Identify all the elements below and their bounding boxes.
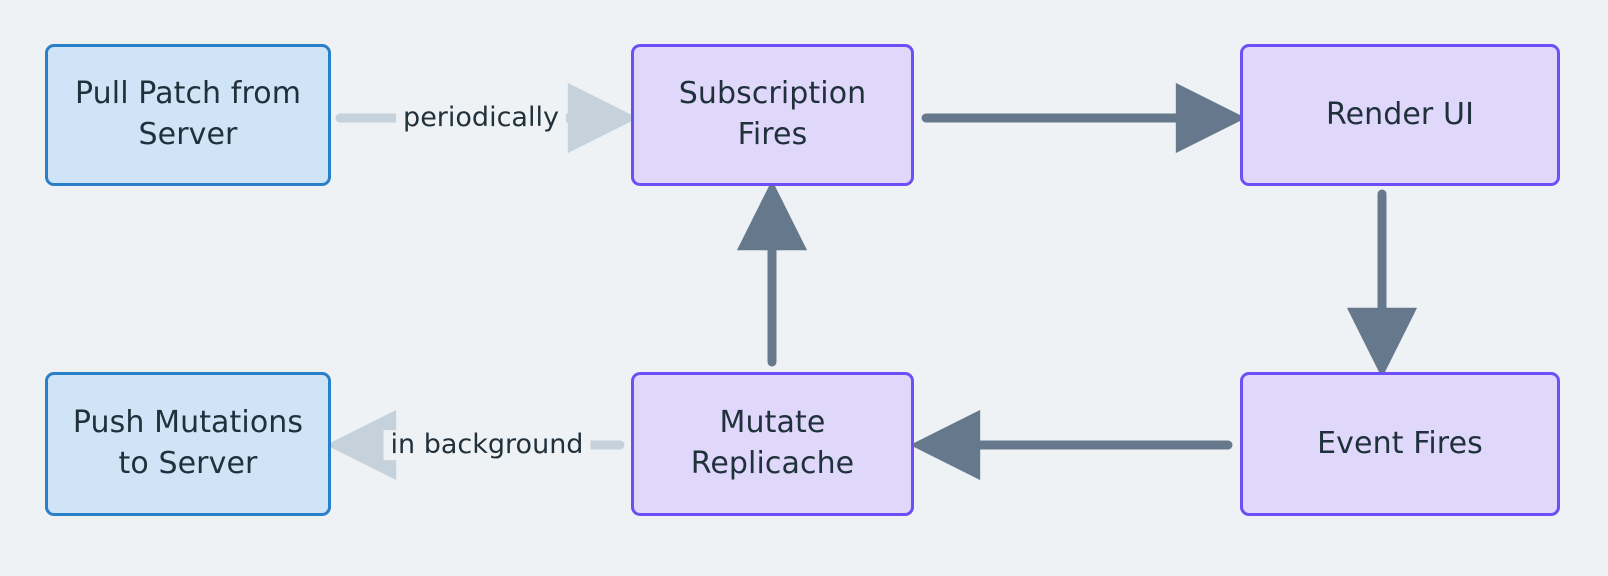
node-label-pull-patch-from-server: Pull Patch from Server	[74, 76, 302, 152]
node-mutate-replicache[interactable]: Mutate Replicache	[631, 372, 914, 516]
node-pull-patch-from-server[interactable]: Pull Patch from Server	[45, 44, 331, 186]
edge-label-in-background: in background	[383, 430, 591, 460]
node-label-render-ui: Render UI	[1325, 96, 1475, 132]
node-event-fires[interactable]: Event Fires	[1240, 372, 1560, 516]
node-label-subscription-fires: Subscription Fires	[678, 76, 867, 152]
node-subscription-fires[interactable]: Subscription Fires	[631, 44, 914, 186]
node-label-event-fires: Event Fires	[1317, 425, 1483, 461]
edge-label-periodically: periodically	[396, 103, 566, 133]
node-render-ui[interactable]: Render UI	[1240, 44, 1560, 186]
node-label-push-mutations-to-server: Push Mutations to Server	[72, 405, 304, 481]
node-push-mutations-to-server[interactable]: Push Mutations to Server	[45, 372, 331, 516]
node-label-mutate-replicache: Mutate Replicache	[690, 405, 855, 481]
